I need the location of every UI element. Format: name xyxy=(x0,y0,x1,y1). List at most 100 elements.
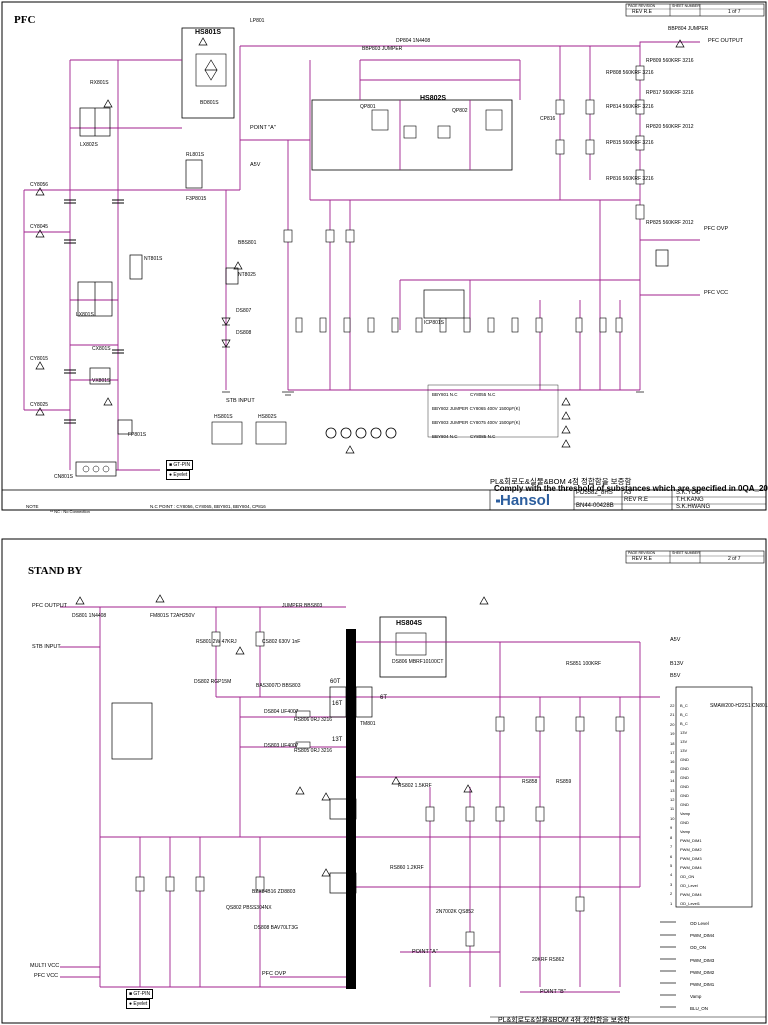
label-qp801: QP801 xyxy=(360,104,376,110)
label-nt801s: NT801S xyxy=(144,256,163,262)
pin-number: 21 xyxy=(670,712,675,718)
pin-name: B_C xyxy=(680,712,688,717)
jumper-table: BBY801 N.C CY8055 N.C BBY802 JUMPER CY80… xyxy=(432,388,520,444)
pin-number: 8 xyxy=(670,834,673,840)
pin-number: 9 xyxy=(670,825,673,831)
signal-pfc-vcc-2: PFC VCC xyxy=(34,973,59,979)
label-cy8015: CY8015 xyxy=(30,356,49,362)
pin-name: GND xyxy=(680,820,689,825)
label-rs806: RS806 0RJ 3216 xyxy=(294,717,333,723)
brand-logo: Hansol xyxy=(500,492,551,509)
label-icp801s: ICP801S xyxy=(424,320,445,326)
pin-name: 13V xyxy=(680,739,688,744)
header-sheet-number: 1 of 7 xyxy=(728,9,741,15)
sheet-number-label: SHEET NUMBER xyxy=(672,4,700,8)
label-hs801s-bottom: HS801S xyxy=(214,414,233,420)
label-rl801s: RL801S xyxy=(186,152,205,158)
output-signal: PWM_DIM4 xyxy=(690,933,715,939)
connector-pin-names: B_C B_C B_C 13V 13V 13V GND GND GND GND … xyxy=(680,701,702,908)
pin-number: 17 xyxy=(670,750,675,756)
label-qs802: QS802 PBSS304NX xyxy=(226,905,272,911)
legend-gt-pin: ■ GT-PIN xyxy=(166,460,194,470)
signal-pfc-ovp-2: PFC OVP xyxy=(262,971,287,977)
pin-name: B_C xyxy=(680,721,688,726)
label-bbs801: BBS801 xyxy=(238,240,257,246)
pin-name: Vamp xyxy=(680,829,691,834)
note-item: ** NC : No Connection xyxy=(50,509,90,514)
signal-pfc-output-2: PFC OUTPUT xyxy=(32,603,68,609)
title-drawn-by: S.K.YOO xyxy=(676,490,701,496)
output-signal: BLU_ON xyxy=(690,1006,709,1012)
page-revision-label-2: PAGE REVISION xyxy=(628,551,656,555)
label-ds808: DS808 xyxy=(236,330,252,336)
output-signal: OD_ON xyxy=(690,945,707,951)
signal-multi-vcc: MULTI VCC xyxy=(30,963,60,969)
label-fm801s: FM801S T2AH250V xyxy=(150,613,195,619)
pin-number: 15 xyxy=(670,768,675,774)
label-rp808: RP808 560KRF 3216 xyxy=(606,70,654,76)
pin-name: PWM_DIM1 xyxy=(680,838,702,843)
label-hs802s: HS802S xyxy=(420,95,447,102)
label-cn801-part: SMAW200-H22S1 CN801 xyxy=(710,703,768,709)
label-qp802: QP802 xyxy=(452,108,468,114)
label-f3p8015: F3P8015 xyxy=(186,196,207,202)
label-tm801: TM801 xyxy=(360,721,376,727)
pin-name: GND xyxy=(680,775,689,780)
label-lx802s: LX802S xyxy=(80,142,98,148)
sheet-title-standby: STAND BY xyxy=(28,565,83,577)
label-rp809: RP809 560KRF 3216 xyxy=(646,58,694,64)
pin-number: 4 xyxy=(670,872,673,878)
pin-name: 13V xyxy=(680,748,688,753)
label-cp816: CP816 xyxy=(540,116,556,122)
pin-number: 7 xyxy=(670,844,673,850)
pin-number: 20 xyxy=(670,721,675,727)
turns-60t: 60T xyxy=(330,679,341,685)
label-bbp803: BBP803 JUMPER xyxy=(362,46,403,52)
pin-number: 22 xyxy=(670,703,675,708)
schematic-sheet-pfc: PFC PAGE REVISION SHEET NUMBER REV R.E 1… xyxy=(0,0,768,514)
jumper-row: BBY801 N.C CY8055 N.C xyxy=(432,392,496,397)
notice-korean-2: PL&회로도&실물&BOM 4점 정합함을 보증함 xyxy=(498,1017,630,1024)
label-rs860: RS860 1.2KRF xyxy=(390,865,424,871)
title-model: PD5582_8HS xyxy=(576,490,613,496)
notes-label: NOTE xyxy=(26,504,39,509)
pin-name: Vamp xyxy=(680,811,691,816)
signal-b5v: B5V xyxy=(670,673,681,679)
label-bd801s: BD801S xyxy=(200,100,219,106)
eyelet-icon: ● xyxy=(129,1001,133,1007)
label-rp825: RP825 560KRF 2012 xyxy=(646,220,694,226)
pin-number: 3 xyxy=(670,881,673,887)
pfc-schematic-drawing xyxy=(1,1,767,511)
output-signal: PWM_DIM1 xyxy=(690,982,715,988)
jumper-row: BBY802 JUMPER CY8065 400V 1500pF(K) xyxy=(432,406,521,411)
label-bas3007d: BAS3007D BBS803 xyxy=(256,683,301,689)
title-part-number: BN44-00428B xyxy=(576,503,614,509)
output-signal: Vamp xyxy=(690,994,702,1000)
output-signal-list: OD Level PWM_DIM4 OD_ON PWM_DIM3 PWM_DIM… xyxy=(690,918,714,1016)
turns-16t: 16T xyxy=(332,701,343,707)
pin-number: 13 xyxy=(670,787,675,793)
label-rp816: RP816 560KRF 3216 xyxy=(606,176,654,182)
signal-point-a: POINT "A" xyxy=(250,125,276,131)
label-rs859: RS859 xyxy=(556,779,572,785)
turns-6t: 6T xyxy=(380,695,388,701)
label-hs801s: HS801S xyxy=(195,29,222,36)
signal-stb-input-2: STB INPUT xyxy=(32,644,61,650)
pin-name: GND xyxy=(680,757,689,762)
pin-number: 6 xyxy=(670,853,673,859)
signal-pfc-output: PFC OUTPUT xyxy=(708,38,744,44)
label-bbp804: BBP804 JUMPER xyxy=(668,26,709,32)
label-rs862: 20KRF RS862 xyxy=(532,957,565,963)
output-signal: PWM_DIM2 xyxy=(690,969,715,975)
header-revision: REV R.E xyxy=(632,9,653,15)
pin-number: 1 xyxy=(670,900,673,906)
pin-name: OD_Level xyxy=(680,883,698,888)
label-dp804: DP804 1N4408 xyxy=(396,38,431,44)
label-cy8056: CY8056 xyxy=(30,182,49,188)
pin-name: GND xyxy=(680,802,689,807)
signal-a5v-2: A5V xyxy=(670,637,681,643)
label-hs804s: HS804S xyxy=(396,620,423,627)
legend-eyelet: ● Eyelet xyxy=(166,470,191,480)
signal-point-b: POINT "B" xyxy=(540,989,566,995)
notice-english: Comply with the threshold of substances … xyxy=(494,484,768,493)
